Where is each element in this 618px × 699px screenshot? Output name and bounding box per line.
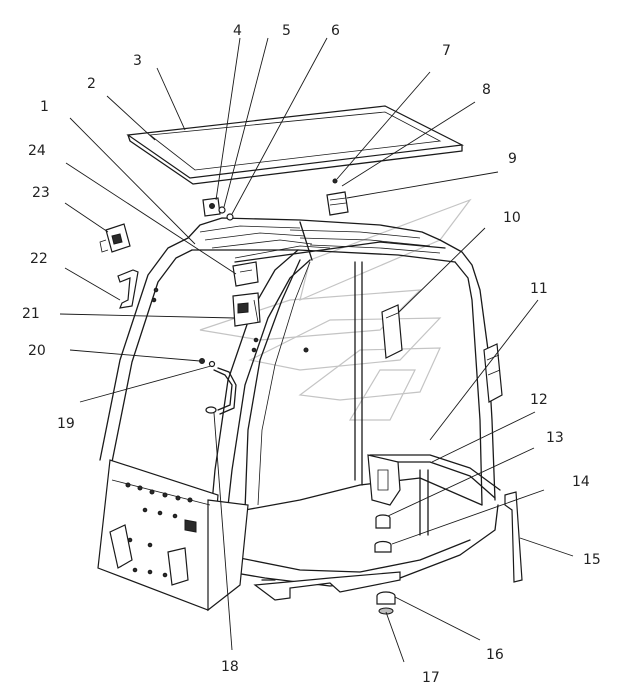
callout-13: 13 [546,430,564,446]
logo-watermark-icon [199,198,472,421]
callout-2: 2 [87,76,96,92]
callout-23: 23 [32,185,50,201]
part-4-bracket [202,197,221,217]
callout-labels: 1 2 3 4 5 6 7 8 9 10 11 12 13 14 15 16 1… [22,23,601,686]
leader-lines [59,37,574,663]
part-15-bar [504,491,523,583]
callout-24: 24 [28,143,46,159]
callout-5: 5 [282,23,291,39]
callout-11: 11 [530,281,548,297]
callout-12: 12 [530,392,548,408]
part-7-8-9-light-unit [326,178,349,216]
callout-14: 14 [572,474,590,490]
part-13-14-mounts [374,514,392,553]
callout-18: 18 [221,659,239,675]
part-22-handle [117,269,139,309]
callout-21: 21 [22,306,40,322]
callout-7: 7 [442,43,451,59]
callout-20: 20 [28,343,46,359]
part-18-19-hose [205,367,237,415]
part-23-relay [99,223,131,253]
callout-8: 8 [482,82,491,98]
roof-panel [126,105,465,185]
callout-9: 9 [508,151,517,167]
callout-17: 17 [422,670,440,686]
part-5-6-fasteners [218,206,234,221]
part-10-side-lamp [381,304,403,359]
part-11-rear-lamp [483,343,503,403]
callout-19: 19 [57,416,75,432]
part-21-switch-box [232,292,261,327]
pillar-rivets [151,287,309,353]
callout-10: 10 [503,210,521,226]
part-24-bracket [232,261,259,287]
callout-22: 22 [30,251,48,267]
callout-16: 16 [486,647,504,663]
callout-6: 6 [331,23,340,39]
callout-3: 3 [133,53,142,69]
cab-frame [99,217,501,601]
instrument-panel [97,459,249,612]
part-20-fitting [199,358,216,368]
callout-15: 15 [583,552,601,568]
callout-1: 1 [40,99,49,115]
part-16-17-isolators [376,591,396,615]
callout-4: 4 [233,23,242,39]
